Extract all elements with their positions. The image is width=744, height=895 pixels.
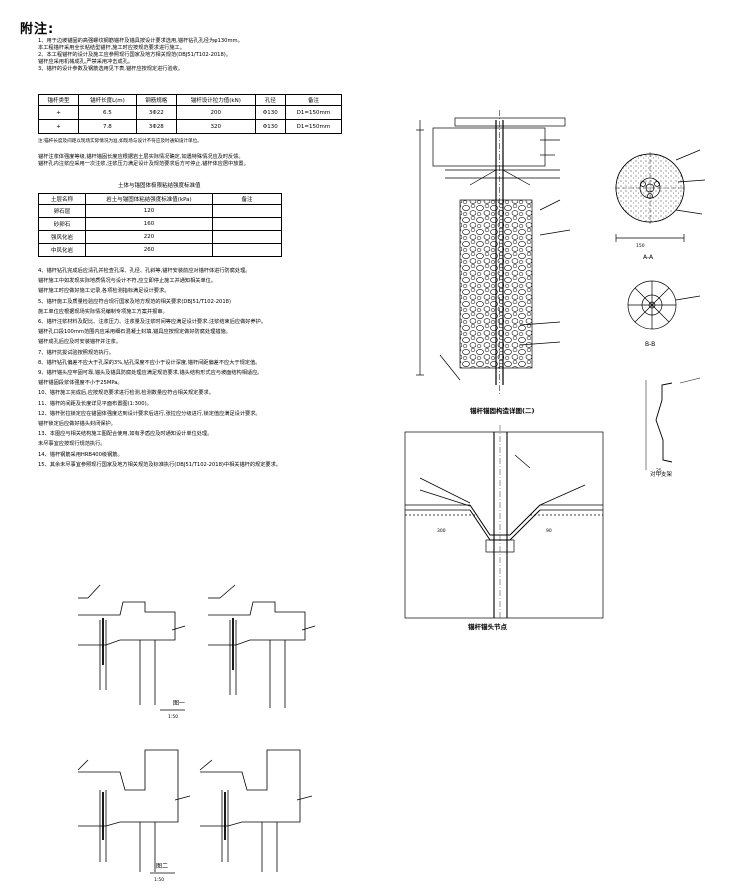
table-header: 钢筋规格 bbox=[135, 94, 177, 106]
section-bb-label: B-B bbox=[645, 341, 655, 348]
note-line: 6、锚杆注浆材料及配比、注浆压力、注浆量及注浆时间等应满足设计要求,注浆结束后应… bbox=[38, 319, 267, 326]
table-cell: 200 bbox=[175, 105, 256, 120]
note-line: 锚杆锚固段浆体强度不小于25MPa。 bbox=[38, 380, 123, 387]
table-cell: D1=150mm bbox=[284, 105, 343, 120]
table-cell bbox=[212, 217, 282, 231]
table-header: 备注 bbox=[212, 193, 282, 205]
case2-scale: 1:50 bbox=[154, 877, 164, 883]
table-cell: 7.8 bbox=[78, 119, 137, 134]
note-line: 11、锚杆的间距及长度详见平面布置图(1:300)。 bbox=[38, 400, 152, 407]
table-cell: 卵石层 bbox=[38, 204, 86, 218]
table-cell: 砂卵石 bbox=[38, 217, 86, 231]
table-cell: Φ130 bbox=[254, 119, 286, 134]
note-line: 锚杆施工时应做好施工记录,各项检测指标满足设计要求。 bbox=[38, 288, 170, 295]
table-header: 锚杆长度L(m) bbox=[78, 94, 137, 106]
table-header: 锚杆设计拉力值(kN) bbox=[175, 94, 256, 106]
note-line: 15、其余未尽事宜参照现行国家及地方相关规范及标准执行(DBJ51/T102-2… bbox=[38, 461, 281, 468]
table-cell: 3Φ28 bbox=[135, 119, 177, 134]
note-line: 施工单位应根据现场实际情况编制专项施工方案并报审。 bbox=[38, 308, 168, 315]
dim-label: 150 bbox=[636, 243, 645, 249]
notes-block-2: 4、锚杆钻孔完成后应清孔并检查孔深、孔径、孔斜等,锚杆安装前应对锚杆体进行防腐处… bbox=[38, 266, 281, 470]
table-cell: D1=150mm bbox=[284, 119, 343, 134]
note-line: 锚杆注浆体强度等级,锚杆锚固长度应根据岩土层实际情况确定,如遇特殊情况应及时反馈… bbox=[38, 154, 244, 160]
note-line: 14、锚杆钢筋采用HRB400级钢筋。 bbox=[38, 451, 123, 458]
note-line: 锚杆孔口段100mm范围内应采用细石混凝土封填,锚具应按规定做好防腐处理措施。 bbox=[38, 329, 231, 336]
table-note: 注:锚杆长度及间距以现场实际情况为准,如现场与设计不符应及时通知设计单位。 bbox=[38, 139, 202, 144]
table-header: 备注 bbox=[284, 94, 343, 106]
case1-scale: 1:50 bbox=[168, 714, 178, 720]
table-cell: Φ130 bbox=[254, 105, 286, 120]
table-cell bbox=[212, 204, 282, 218]
notes-block-1: 1、用于边坡锚固的高强螺纹钢筋锚杆及锚具按设计要求选用,锚杆钻孔孔径为φ130m… bbox=[38, 38, 243, 73]
case1-drawing bbox=[78, 584, 316, 711]
note-line: 本工程锚杆采用全长粘结型锚杆,施工时应按规范要求进行施工。 bbox=[38, 45, 185, 51]
table-header: 岩土与锚固体粘结强度标准值(kPa) bbox=[85, 193, 213, 205]
dim-label: 25 bbox=[656, 468, 662, 474]
table-cell: + bbox=[37, 119, 80, 134]
case2-caption: 图二 bbox=[156, 863, 168, 870]
centering-support-caption: 对中支架 bbox=[650, 470, 673, 478]
note-line: 锚杆锁定后应做好锚头封闭保护。 bbox=[38, 421, 116, 428]
section-bb-drawing bbox=[627, 280, 701, 330]
note-line: 1、用于边坡锚固的高强螺纹钢筋锚杆及锚具按设计要求选用,锚杆钻孔孔径为φ130m… bbox=[38, 38, 243, 44]
table-cell: 160 bbox=[85, 217, 213, 231]
note-line: 10、锚杆施工完成后,应按规范要求进行检测,检测数量应符合相关规定要求。 bbox=[38, 390, 214, 397]
anchor-head-caption: 锚杆锚头节点 bbox=[468, 622, 508, 631]
table-cell: 260 bbox=[85, 243, 213, 257]
table-header: 孔径 bbox=[254, 94, 286, 106]
note-line: 3、锚杆的设计参数及钢筋选用见下表,锚杆应按规定进行验收。 bbox=[38, 66, 184, 72]
table-cell: 3Φ22 bbox=[135, 105, 177, 120]
table-cell: 320 bbox=[175, 119, 256, 134]
table-header: 锚杆类型 bbox=[37, 94, 80, 106]
note-line: 锚杆成孔后应及时安装锚杆并注浆。 bbox=[38, 339, 122, 346]
table-cell: 强风化岩 bbox=[38, 230, 86, 244]
anchor-head-drawing bbox=[404, 425, 604, 620]
note-line: 5、锚杆施工及质量检验应符合现行国家及地方规范的相关要求(DBJ51/T102-… bbox=[38, 298, 231, 305]
table-header: 土层名称 bbox=[38, 193, 86, 205]
note-line: 锚杆施工中如发现实际地质情况与设计不符,应立即停止施工并通知相关单位。 bbox=[38, 278, 217, 285]
bond-table-title: 土体与锚固体极限粘结强度标准值 bbox=[118, 183, 201, 189]
anchor-detail-caption: 锚杆锚固构造详图(二) bbox=[470, 406, 534, 415]
note-line: 12、锚杆张拉锁定应在锚固体强度达到设计要求后进行,张拉应分级进行,锁定值应满足… bbox=[38, 410, 261, 417]
note-line: 7、锚杆抗拔试验按照规范执行。 bbox=[38, 349, 114, 356]
note-line: 9、锚杆锚头应牢固可靠,锚头及锚具防腐处理应满足规范要求,锚头结构形式应与坡面结… bbox=[38, 370, 263, 377]
notes-title: 附注: bbox=[20, 22, 55, 37]
table-cell: 120 bbox=[85, 204, 213, 218]
case1-caption: 图一 bbox=[173, 700, 185, 707]
note-line: 2、本工程锚杆的设计及施工应参照现行国家及地方相关规范(DBJ51/T102-2… bbox=[38, 52, 231, 58]
table-cell: 中风化岩 bbox=[38, 243, 86, 257]
section-aa-label: A-A bbox=[643, 254, 654, 261]
note-line: 锚杆孔内注浆应采用一次注浆,注浆压力满足设计及规范要求后方可停止,锚杆体应居中放… bbox=[38, 161, 249, 167]
dim-label: 90 bbox=[546, 528, 552, 534]
note-line: 4、锚杆钻孔完成后应清孔并检查孔深、孔径、孔斜等,锚杆安装前应对锚杆体进行防腐处… bbox=[38, 268, 251, 274]
anchor-spec-table: 锚杆类型 锚杆长度L(m) 钢筋规格 锚杆设计拉力值(kN) 孔径 备注 + 6… bbox=[37, 94, 343, 134]
section-aa-drawing bbox=[615, 149, 706, 242]
table-cell: + bbox=[37, 105, 80, 120]
table-cell: 220 bbox=[85, 230, 213, 244]
note-line: 13、本图应与相关结构施工图配合使用,如有矛盾应及时通知设计单位处理。 bbox=[38, 431, 213, 438]
anchor-detail-drawing bbox=[416, 110, 571, 395]
note-line: 锚杆应采用机械成孔,严禁采用冲击成孔。 bbox=[38, 59, 134, 65]
dim-label: 300 bbox=[437, 528, 446, 534]
centering-support-drawing bbox=[645, 377, 701, 470]
note-line: 8、锚杆钻孔偏差不应大于孔深的3%,钻孔深度不应小于设计深度,锚杆间距偏差不应大… bbox=[38, 359, 261, 366]
table-cell bbox=[212, 243, 282, 257]
notes-mid: 锚杆注浆体强度等级,锚杆锚固长度应根据岩土层实际情况确定,如遇特殊情况应及时反馈… bbox=[38, 154, 249, 168]
table-cell bbox=[212, 230, 282, 244]
table-cell: 6.5 bbox=[78, 105, 137, 120]
case2-drawing bbox=[77, 749, 313, 874]
note-line: 未尽事宜应按现行规范执行。 bbox=[38, 441, 106, 448]
